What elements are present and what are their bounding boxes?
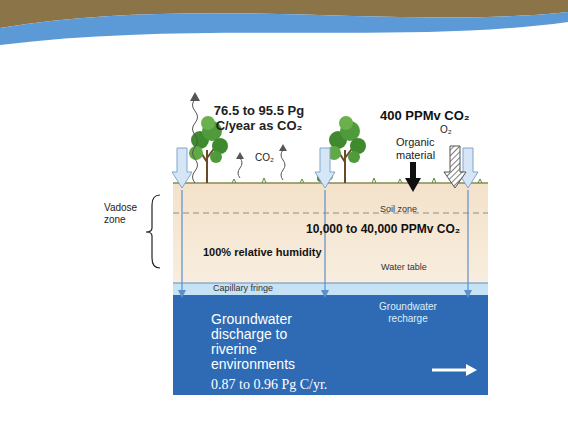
groundwater-band: Groundwater recharge Groundwater discharg… [173,295,488,395]
discharge-value: 0.87 to 0.96 Pg C/yr. [211,377,327,393]
capillary-fringe-band: Capillary fringe [173,283,488,295]
recharge-arrow [458,148,478,188]
zone-bracket-label: Vadose zone [104,202,146,225]
arrow-head [190,92,200,101]
tree-foliage [210,151,222,163]
tree-foliage [329,131,347,149]
tree-foliage [348,151,360,163]
zone-label: Water table [381,262,427,272]
tree-foliage [339,116,353,130]
co2-flux-arrow [193,99,198,183]
recharge-label: Groundwater recharge [368,301,448,324]
tree-trunk [336,146,354,183]
recharge-arrow [172,148,192,188]
discharge-label: Groundwater discharge to riverine enviro… [211,312,329,372]
gas-label: O₂ [440,124,452,136]
banner-blue [0,12,568,45]
tree-foliage [327,146,341,160]
tree-trunk [198,146,216,183]
co2-concentration: 10,000 to 40,000 PPMv CO₂ [306,223,460,237]
co2-flux-arrow [238,158,242,178]
bush [317,174,325,182]
tree-foliage [201,116,215,130]
tree-foliage [189,146,203,160]
arrow-head [279,144,287,151]
co2-flux-label: 76.5 to 95.5 Pg C/year as CO₂ [203,104,315,134]
arrow-head [236,152,244,159]
vadose-zone-band: Soil zone 10,000 to 40,000 PPMv CO₂ 100% r… [173,183,488,283]
zone-label: Soil zone [380,204,417,214]
bush [323,171,333,181]
recharge-arrow [315,148,335,188]
tree-foliage [340,121,360,141]
zone-label: Capillary fringe [213,283,273,293]
banner-brown [0,0,568,28]
co2-flux-arrow [281,150,285,180]
vadose-bracket [146,195,160,268]
tree-foliage [350,138,366,154]
humidity-note: 100% relative humidity [203,246,322,259]
atmosphere-co2: 400 PPMv CO₂ [380,109,470,124]
tree-foliage [212,138,228,154]
oxygen-arrow [444,146,466,188]
tree-foliage [191,131,209,149]
gas-label: CO₂ [255,152,274,164]
organic-label: Organic material [396,136,458,161]
